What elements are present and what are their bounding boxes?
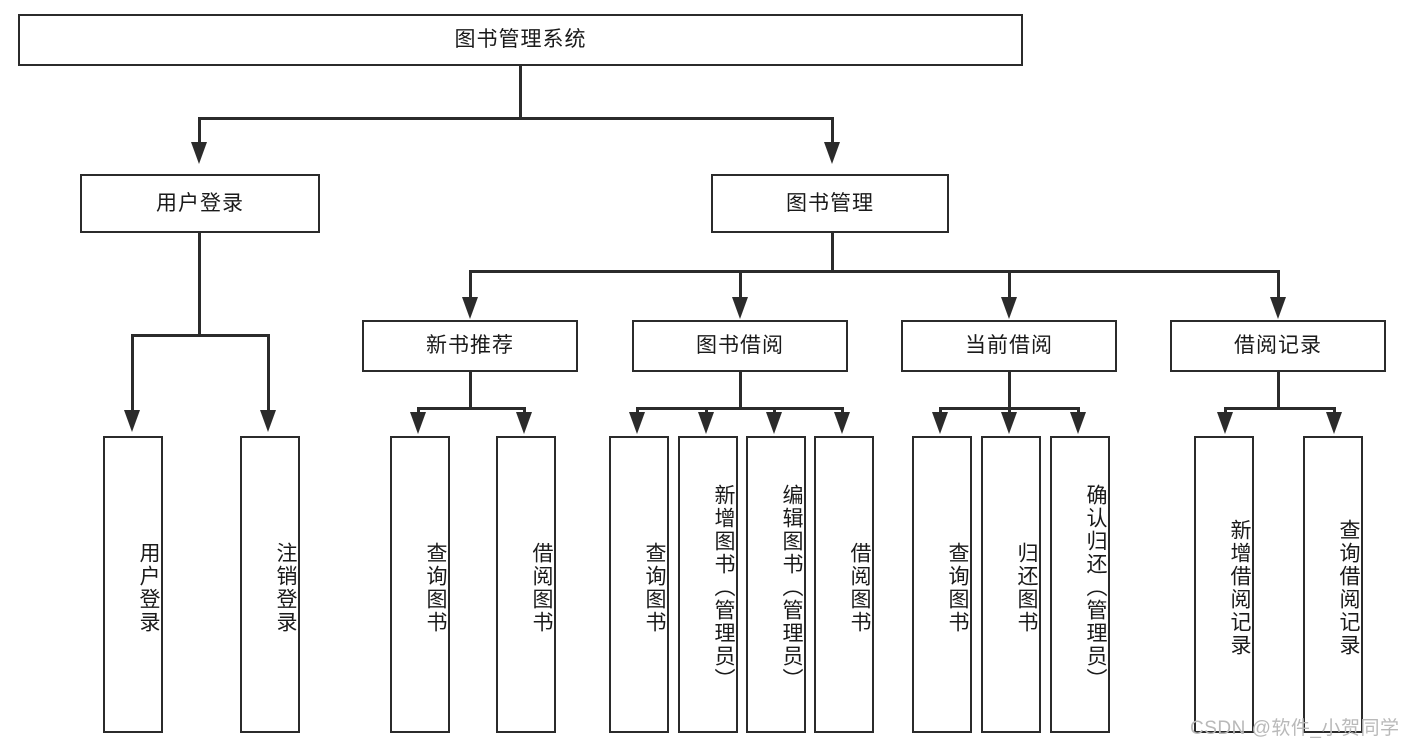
arrow-to-book-manage [824,142,840,164]
node-root-system[interactable]: 图书管理系统 [18,14,1023,66]
edge-to-book-manage [831,117,834,145]
edge-root-stem [519,66,522,119]
arrow-borrow-record-child-2 [1326,412,1342,434]
node-label: 新增图书（管理员） [712,484,735,691]
arrow-user-login-child-2 [260,410,276,432]
leaf-query-book-borrow[interactable]: 查询图书 [609,436,669,733]
edge-to-user-login [198,117,201,145]
edge-to-book-borrow [739,270,742,300]
arrow-to-current-borrow [1001,297,1017,319]
arrow-user-login-child-1 [124,410,140,432]
edge-user-login-bar [131,334,270,337]
edge-user-login-stem [198,233,201,337]
leaf-edit-book-admin[interactable]: 编辑图书（管理员） [746,436,806,733]
arrow-borrow-record-child-1 [1217,412,1233,434]
watermark-text: CSDN @软件_小贺同学 [1190,718,1400,739]
leaf-return-book[interactable]: 归还图书 [981,436,1041,733]
leaf-confirm-return-admin[interactable]: 确认归还（管理员） [1050,436,1110,733]
node-label: 新增借阅记录 [1228,518,1251,657]
arrow-to-user-login [191,142,207,164]
node-label: 查询图书 [946,541,969,634]
arrow-book-borrow-child-4 [834,412,850,434]
node-label: 归还图书 [1015,541,1038,634]
edge-user-login-child-2 [267,334,270,412]
edge-to-new-book [469,270,472,300]
arrow-current-borrow-child-2 [1001,412,1017,434]
arrow-current-borrow-child-1 [932,412,948,434]
leaf-logout-login[interactable]: 注销登录 [240,436,300,733]
arrow-book-borrow-child-2 [698,412,714,434]
leaf-add-borrow-record[interactable]: 新增借阅记录 [1194,436,1254,733]
edge-book-borrow-bar [636,407,844,410]
node-book-borrow[interactable]: 图书借阅 [632,320,848,372]
leaf-add-book-admin[interactable]: 新增图书（管理员） [678,436,738,733]
node-label: 借阅图书 [848,541,871,634]
edge-current-borrow-stem [1008,372,1011,410]
edge-new-book-stem [469,372,472,410]
node-label: 当前借阅 [965,334,1053,358]
node-book-manage[interactable]: 图书管理 [711,174,949,233]
node-label: 新书推荐 [426,334,514,358]
node-label: 查询图书 [424,541,447,634]
edge-new-book-bar [417,407,526,410]
edge-to-borrow-record [1277,270,1280,300]
edge-borrow-record-stem [1277,372,1280,410]
node-new-book-recommend[interactable]: 新书推荐 [362,320,578,372]
leaf-user-login[interactable]: 用户登录 [103,436,163,733]
edge-level1-bar [198,117,834,120]
edge-book-manage-stem [831,233,834,273]
edge-book-borrow-stem [739,372,742,410]
arrow-to-borrow-record [1270,297,1286,319]
edge-borrow-record-bar [1224,407,1336,410]
node-label: 借阅记录 [1234,334,1322,358]
edge-level2-bar [469,270,1280,273]
node-borrow-record[interactable]: 借阅记录 [1170,320,1386,372]
leaf-query-book-recommend[interactable]: 查询图书 [390,436,450,733]
node-label: 图书管理 [786,191,874,215]
leaf-borrow-book[interactable]: 借阅图书 [814,436,874,733]
node-label: 确认归还（管理员） [1084,484,1107,691]
node-label: 图书管理系统 [454,28,587,52]
node-label: 编辑图书（管理员） [780,484,803,691]
node-label: 图书借阅 [696,334,784,358]
arrow-book-borrow-child-3 [766,412,782,434]
node-label: 用户登录 [137,541,160,634]
node-label: 注销登录 [274,541,297,634]
leaf-query-book-current[interactable]: 查询图书 [912,436,972,733]
node-label: 借阅图书 [530,541,553,634]
arrow-book-borrow-child-1 [629,412,645,434]
node-label: 用户登录 [156,191,244,215]
leaf-query-borrow-record[interactable]: 查询借阅记录 [1303,436,1363,733]
node-label: 查询图书 [643,541,666,634]
edge-user-login-child-1 [131,334,134,412]
arrow-new-book-child-2 [516,412,532,434]
node-current-borrow[interactable]: 当前借阅 [901,320,1117,372]
edge-to-current-borrow [1008,270,1011,300]
arrow-to-new-book [462,297,478,319]
csdn-watermark: CSDN @软件_小贺同学 [1190,713,1399,740]
arrow-current-borrow-child-3 [1070,412,1086,434]
node-label: 查询借阅记录 [1337,518,1360,657]
arrow-new-book-child-1 [410,412,426,434]
arrow-to-book-borrow [732,297,748,319]
leaf-borrow-book-recommend[interactable]: 借阅图书 [496,436,556,733]
node-user-login[interactable]: 用户登录 [80,174,320,233]
